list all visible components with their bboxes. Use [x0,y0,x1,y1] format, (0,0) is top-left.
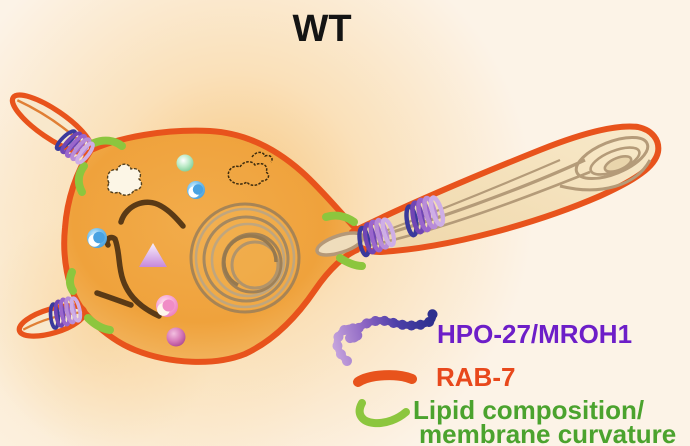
aggregate-scribble-small [251,151,273,163]
vesicle-magenta [166,327,186,347]
lipid-patch [90,136,126,150]
lipid-membrane-patches [65,136,366,334]
tubule-right-outline [349,123,662,255]
vesicle-green [176,154,194,172]
membrane-whorl [189,202,301,314]
legend-swatch-hpo-bead-coil [332,308,438,366]
legend-swatch-rab7-line [353,370,417,387]
legend-swatches [332,308,438,428]
legend-label-rab7: RAB-7 [436,362,515,392]
legend-label-hpo27: HPO-27/MROH1 [437,319,632,349]
cargo-aggregates [106,151,273,196]
lipid-patch [84,314,114,334]
lipid-patch [65,268,77,295]
legend-swatch-lipid-arc [355,399,410,428]
fibril-branch [94,290,134,308]
lipid-patch [336,254,366,270]
vesicle-triangle [139,243,167,267]
vesicle-pink-crescent [156,295,178,317]
lipid-patch [74,162,88,196]
cargo-fibrils [94,199,186,319]
fibril-arc [118,199,186,229]
legend-label-lipid-line2: membrane curvature [419,419,676,446]
cargo-vesicles [87,154,205,347]
tubule-right-striations [364,135,652,248]
vesicle-blue-2 [87,228,107,248]
lipid-patch [322,211,358,226]
fibril-stem [104,234,162,319]
figure-title: WT [292,8,351,50]
tubule-neck-fold [315,231,365,257]
aggregate-blob [106,163,143,196]
vesicle-blue-1 [187,181,205,199]
legend-label-lipid-line1: Lipid composition/ [413,395,644,425]
